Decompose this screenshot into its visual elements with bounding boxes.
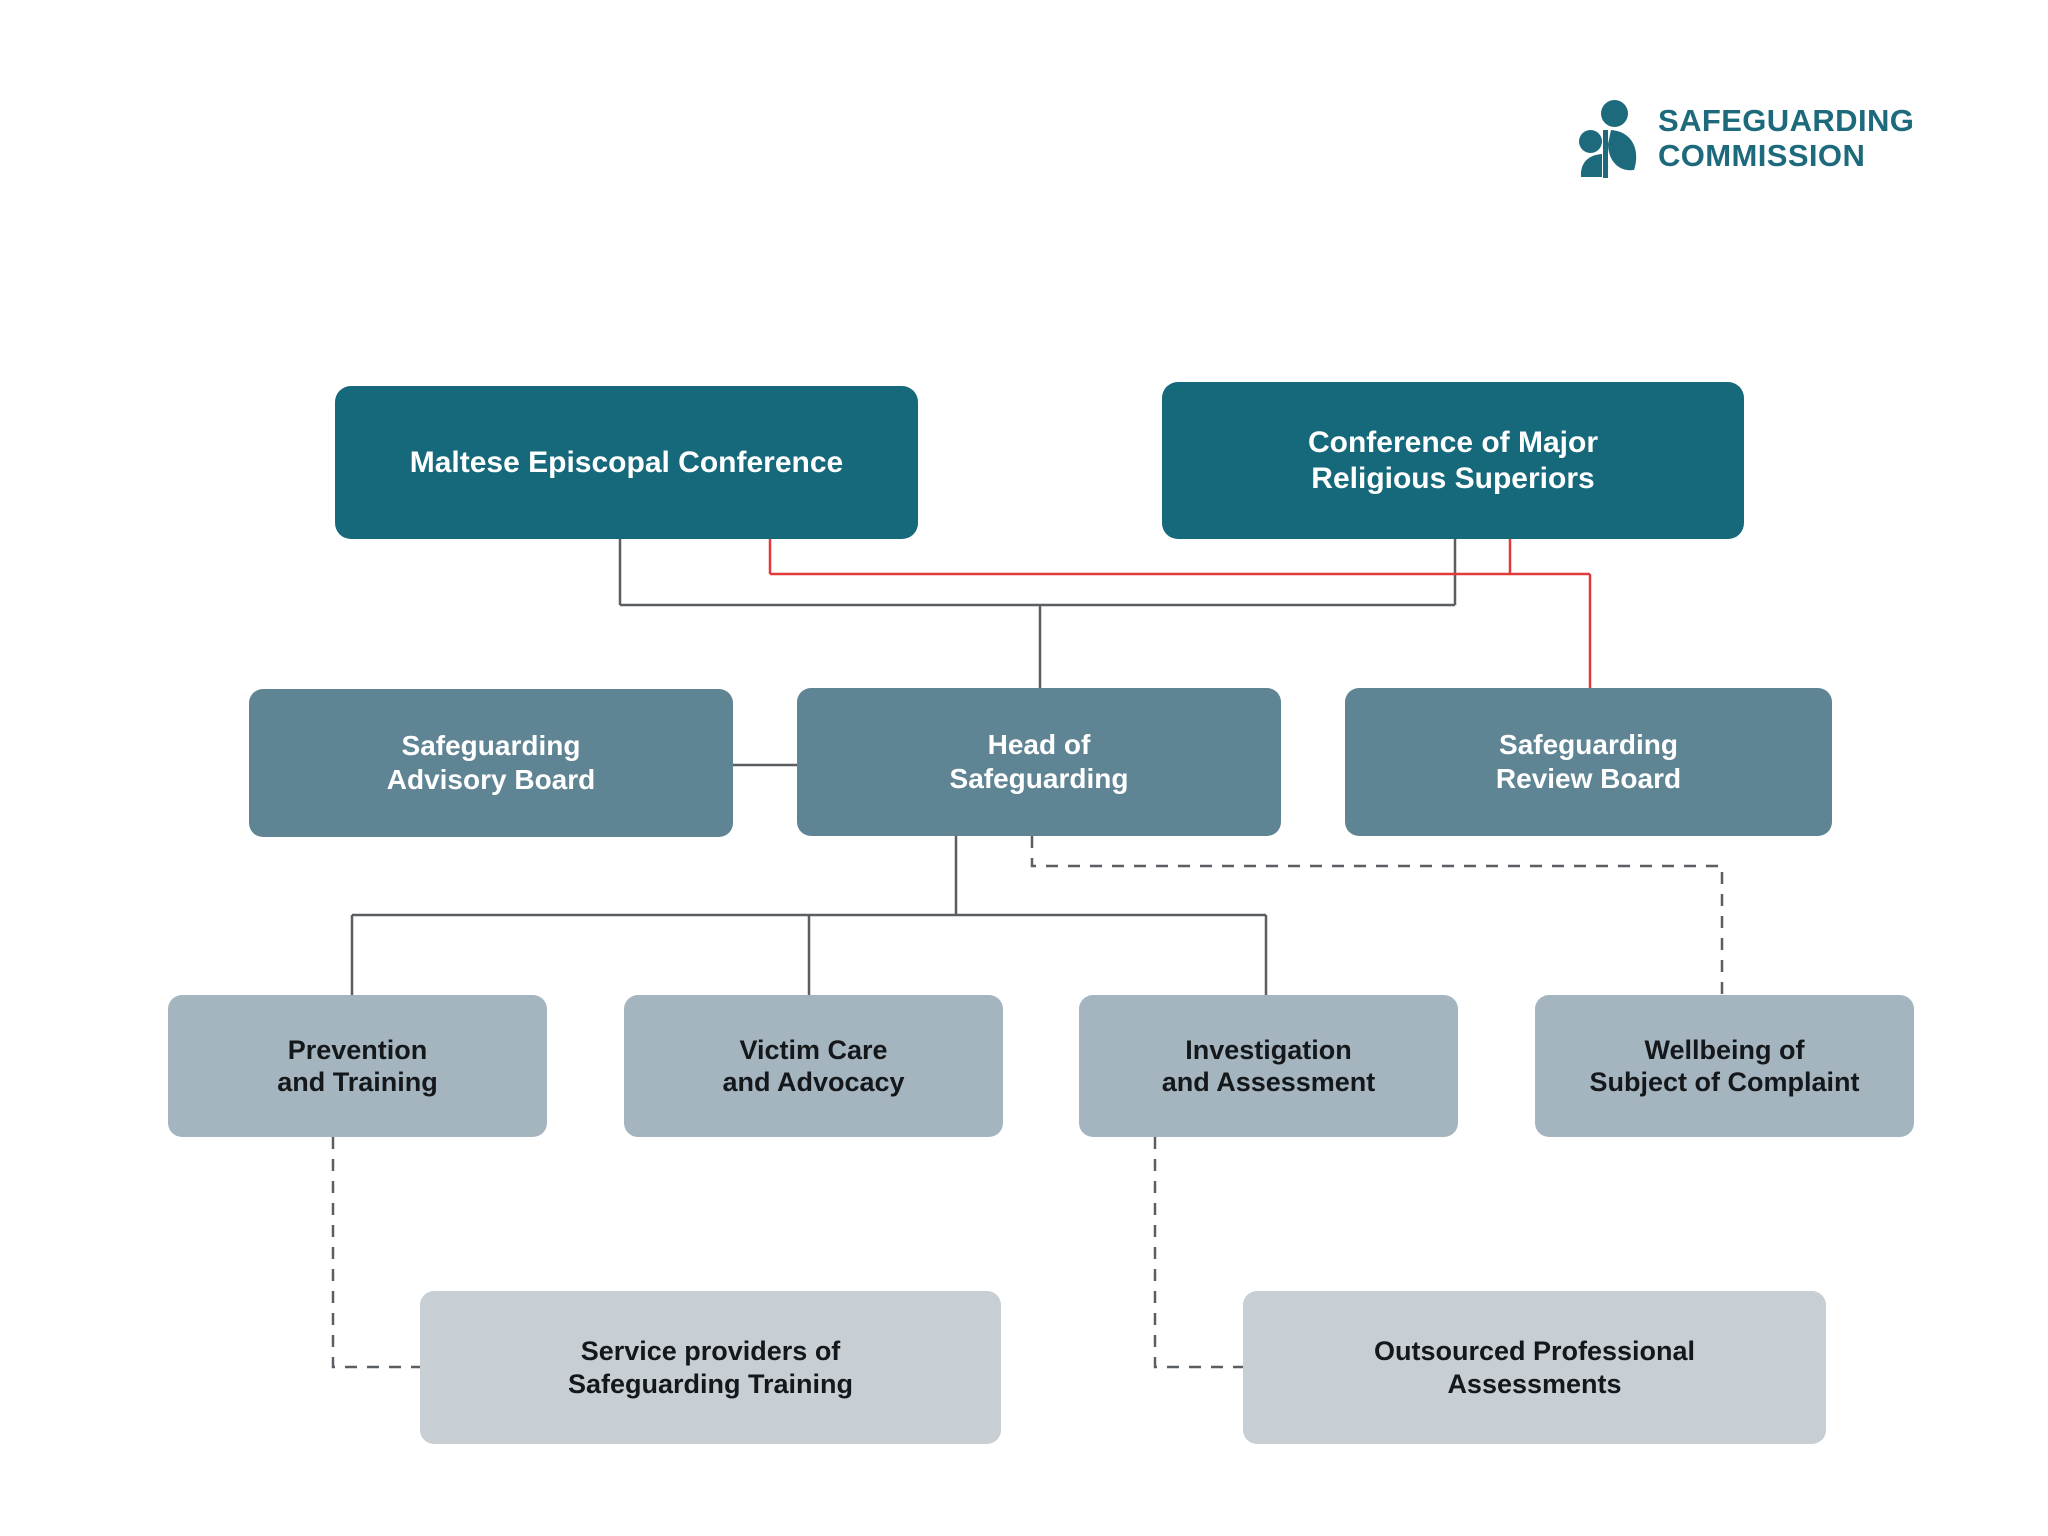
node-investigation-and-assessment[interactable]: Investigation and Assessment — [1079, 995, 1458, 1137]
edge-hos-to-wsc — [1030, 836, 1724, 995]
node-outsourced-professional-assessments[interactable]: Outsourced Professional Assessments — [1243, 1291, 1826, 1444]
node-wellbeing-of-subject-of-complaint[interactable]: Wellbeing of Subject of Complaint — [1535, 995, 1914, 1137]
brand-line-2: COMMISSION — [1658, 138, 1866, 173]
edge-pt-to-sps — [331, 1137, 420, 1369]
node-label: Prevention and Training — [277, 1034, 438, 1097]
node-label: Investigation and Assessment — [1161, 1034, 1376, 1097]
node-victim-care-and-advocacy[interactable]: Victim Care and Advocacy — [624, 995, 1003, 1137]
node-label: Outsourced Professional Assessments — [1373, 1336, 1696, 1399]
node-head-of-safeguarding[interactable]: Head of Safeguarding — [797, 688, 1281, 836]
node-label: Head of Safeguarding — [949, 729, 1129, 794]
node-conference-of-major-religious-superiors[interactable]: Conference of Major Religious Superiors — [1162, 382, 1744, 539]
node-service-providers-of-safeguarding-training[interactable]: Service providers of Safeguarding Traini… — [420, 1291, 1001, 1444]
node-label: Maltese Episcopal Conference — [409, 445, 844, 479]
node-prevention-and-training[interactable]: Prevention and Training — [168, 995, 547, 1137]
safeguarding-figure-leaf-icon — [1579, 100, 1637, 178]
edge-ia-to-opa — [1153, 1137, 1243, 1369]
node-label: Safeguarding Advisory Board — [386, 730, 596, 795]
node-label: Wellbeing of Subject of Complaint — [1589, 1034, 1860, 1097]
node-safeguarding-review-board[interactable]: Safeguarding Review Board — [1345, 688, 1832, 836]
node-safeguarding-advisory-board[interactable]: Safeguarding Advisory Board — [249, 689, 733, 837]
brand-logo: SAFEGUARDING COMMISSION — [1578, 100, 1914, 178]
node-label: Victim Care and Advocacy — [722, 1034, 905, 1097]
node-label: Conference of Major Religious Superiors — [1307, 425, 1599, 495]
node-label: Safeguarding Review Board — [1495, 729, 1682, 794]
node-label: Service providers of Safeguarding Traini… — [567, 1336, 854, 1399]
brand-wordmark: SAFEGUARDING COMMISSION — [1658, 104, 1914, 173]
node-maltese-episcopal-conference[interactable]: Maltese Episcopal Conference — [335, 386, 918, 539]
brand-line-1: SAFEGUARDING — [1658, 103, 1915, 139]
